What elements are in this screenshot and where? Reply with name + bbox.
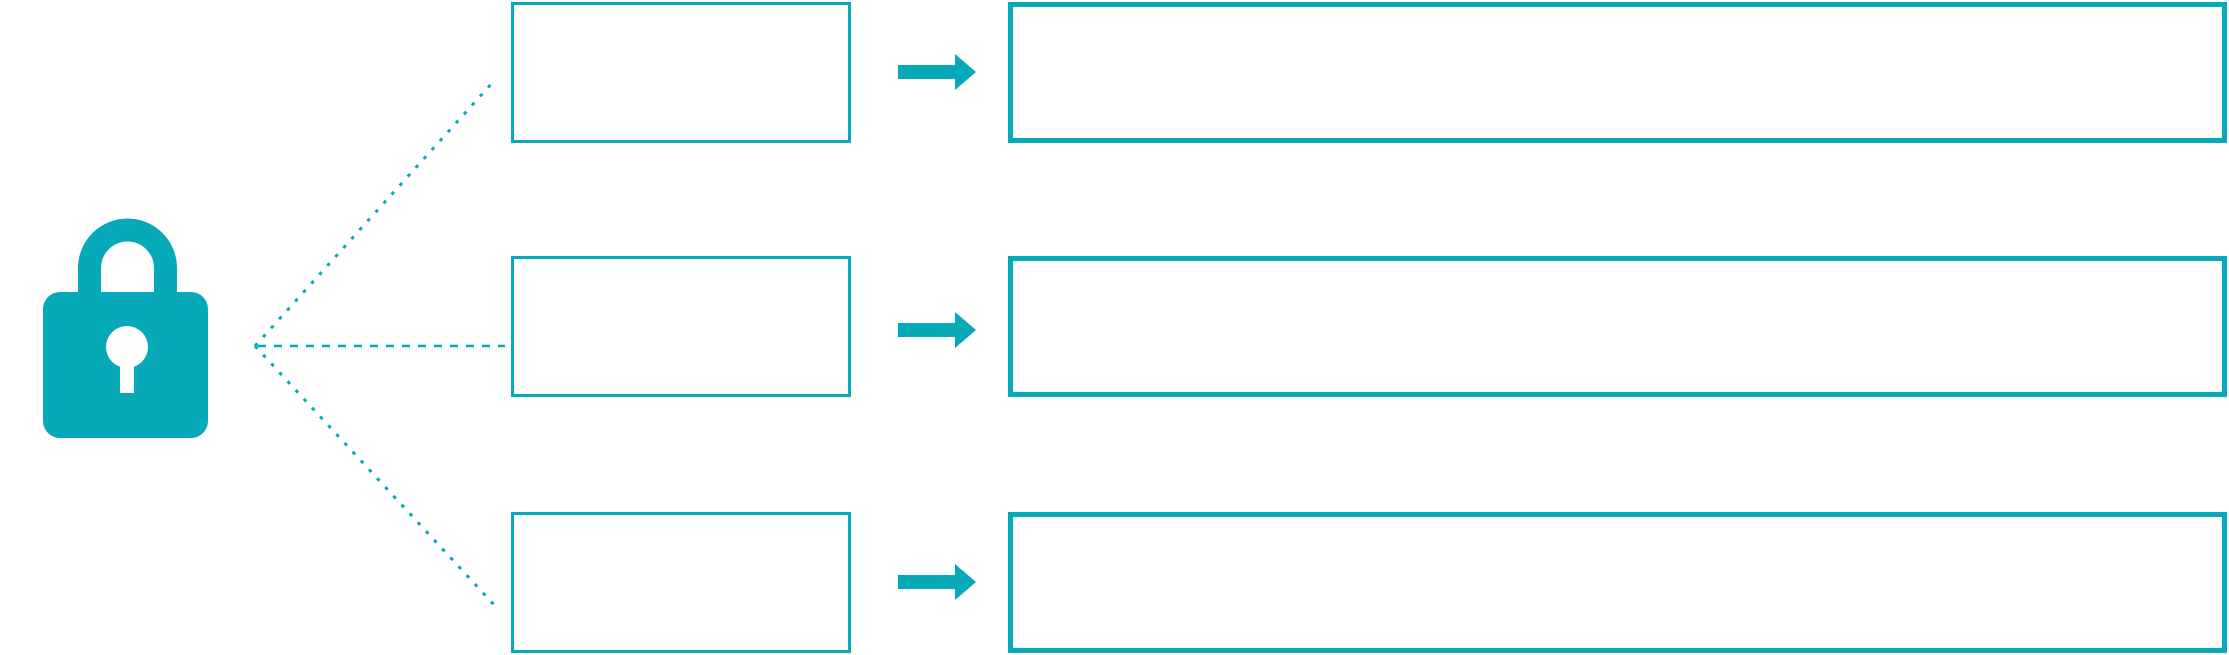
dotted-connector-bottom [253, 344, 499, 610]
right-arrow-shape [898, 564, 976, 600]
description-box-3 [1008, 512, 2227, 653]
right-arrow-shape [898, 312, 976, 348]
dotted-connector-top [253, 80, 495, 348]
right-arrow-shape [898, 54, 976, 90]
right-arrow-icon [898, 564, 976, 600]
term-box-2 [511, 256, 851, 397]
description-box-2 [1008, 256, 2227, 397]
term-box-3 [511, 512, 851, 653]
right-arrow-icon [898, 54, 976, 90]
term-box-1 [511, 2, 851, 143]
keyhole-stem [120, 347, 134, 393]
lock-shackle [78, 218, 177, 305]
description-box-1 [1008, 2, 2227, 143]
right-arrow-icon [898, 312, 976, 348]
connector-lines [253, 80, 505, 610]
lock-icon [43, 218, 208, 438]
